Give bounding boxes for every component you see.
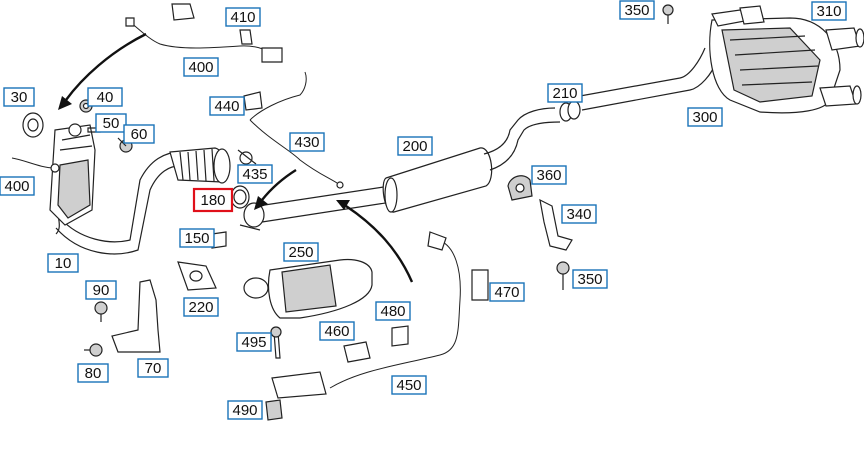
bracket-70 bbox=[111, 279, 161, 353]
callout-box[interactable] bbox=[3, 87, 35, 107]
catalytic-converter-front bbox=[49, 123, 96, 226]
callout-310[interactable]: 310 bbox=[811, 1, 847, 21]
callout-430[interactable]: 430 bbox=[289, 132, 325, 152]
callout-10[interactable]: 10 bbox=[47, 253, 79, 273]
arrow-to-middle bbox=[336, 200, 414, 283]
middle-pipe-200 bbox=[257, 107, 561, 223]
callout-box[interactable] bbox=[47, 253, 79, 273]
bracket-470 bbox=[471, 269, 489, 301]
callout-box[interactable] bbox=[209, 96, 245, 116]
callout-220[interactable]: 220 bbox=[183, 297, 219, 317]
callout-box[interactable] bbox=[319, 321, 355, 341]
bracket-460 bbox=[343, 341, 371, 363]
callout-box[interactable] bbox=[123, 124, 155, 144]
callout-box[interactable] bbox=[77, 363, 109, 383]
callout-box[interactable] bbox=[95, 113, 127, 133]
clamp-435 bbox=[237, 149, 257, 165]
callout-30[interactable]: 30 bbox=[3, 87, 35, 107]
bracket-410 bbox=[171, 3, 253, 45]
callout-200[interactable]: 200 bbox=[397, 136, 433, 156]
callout-box[interactable] bbox=[236, 332, 272, 352]
gasket-220 bbox=[177, 261, 217, 291]
callout-box[interactable] bbox=[687, 107, 723, 127]
callout-box[interactable] bbox=[391, 375, 427, 395]
callout-90[interactable]: 90 bbox=[85, 280, 117, 300]
callout-80[interactable]: 80 bbox=[77, 363, 109, 383]
bolt-90 bbox=[94, 301, 108, 322]
rear-muffler bbox=[709, 5, 862, 114]
bolt-495 bbox=[270, 326, 282, 359]
pressure-line-430 bbox=[243, 71, 344, 189]
callout-40[interactable]: 40 bbox=[87, 87, 123, 107]
callout-400[interactable]: 400 bbox=[183, 57, 219, 77]
bracket-340 bbox=[539, 198, 573, 251]
callout-box[interactable] bbox=[489, 282, 525, 302]
callout-box[interactable] bbox=[375, 301, 411, 321]
arrow-to-flex bbox=[254, 168, 297, 210]
seal-ring-180 bbox=[230, 185, 250, 209]
rear-pipe-300 bbox=[579, 47, 717, 111]
callout-250[interactable]: 250 bbox=[283, 242, 319, 262]
callout-box[interactable] bbox=[289, 132, 325, 152]
callout-300[interactable]: 300 bbox=[687, 107, 723, 127]
callout-350[interactable]: 350 bbox=[619, 0, 655, 20]
callout-440[interactable]: 440 bbox=[209, 96, 245, 116]
bolt-80 bbox=[84, 343, 103, 357]
flex-pipe-section bbox=[169, 147, 231, 184]
sensor-wire-450 bbox=[329, 231, 461, 389]
callout-435[interactable]: 435 bbox=[237, 164, 273, 184]
callout-box[interactable] bbox=[547, 83, 583, 103]
callout-495[interactable]: 495 bbox=[236, 332, 272, 352]
gasket-30 bbox=[22, 112, 44, 138]
callout-490[interactable]: 490 bbox=[227, 400, 263, 420]
clip-480 bbox=[391, 325, 409, 347]
oxygen-sensor-top bbox=[125, 17, 283, 63]
callout-box[interactable] bbox=[192, 187, 234, 213]
callout-box[interactable] bbox=[179, 228, 215, 248]
callout-box[interactable] bbox=[397, 136, 433, 156]
callout-70[interactable]: 70 bbox=[137, 358, 169, 378]
oxygen-sensor-left bbox=[11, 157, 60, 173]
callout-340[interactable]: 340 bbox=[561, 204, 597, 224]
clamp-210 bbox=[559, 100, 581, 122]
bolt-350-top bbox=[662, 4, 674, 24]
callout-box[interactable] bbox=[531, 165, 567, 185]
clip-490 bbox=[265, 399, 283, 421]
arrow-to-converter bbox=[58, 32, 147, 110]
tailpipe-310 bbox=[825, 27, 864, 51]
callout-box[interactable] bbox=[183, 297, 219, 317]
callout-box[interactable] bbox=[85, 280, 117, 300]
harness-bracket-450 bbox=[271, 371, 327, 399]
callout-box[interactable] bbox=[572, 269, 608, 289]
callout-box[interactable] bbox=[225, 7, 261, 27]
rubber-mount-360 bbox=[507, 175, 533, 201]
callout-box[interactable] bbox=[137, 358, 169, 378]
callout-box[interactable] bbox=[0, 176, 35, 196]
callout-470[interactable]: 470 bbox=[489, 282, 525, 302]
particulate-filter-250 bbox=[243, 258, 373, 319]
callout-box[interactable] bbox=[283, 242, 319, 262]
callout-box[interactable] bbox=[183, 57, 219, 77]
callout-360[interactable]: 360 bbox=[531, 165, 567, 185]
callout-480[interactable]: 480 bbox=[375, 301, 411, 321]
callout-box[interactable] bbox=[811, 1, 847, 21]
callout-60[interactable]: 60 bbox=[123, 124, 155, 144]
callout-150[interactable]: 150 bbox=[179, 228, 215, 248]
callout-box[interactable] bbox=[561, 204, 597, 224]
callout-box[interactable] bbox=[227, 400, 263, 420]
callout-450[interactable]: 450 bbox=[391, 375, 427, 395]
callout-box[interactable] bbox=[237, 164, 273, 184]
clamp-near-180 bbox=[239, 202, 265, 231]
callout-350[interactable]: 350 bbox=[572, 269, 608, 289]
callout-460[interactable]: 460 bbox=[319, 321, 355, 341]
bolt-350-bottom bbox=[556, 261, 570, 290]
callout-210[interactable]: 210 bbox=[547, 83, 583, 103]
callout-180-selected[interactable]: 180 bbox=[192, 187, 234, 213]
callout-410[interactable]: 410 bbox=[225, 7, 261, 27]
callout-50[interactable]: 50 bbox=[95, 113, 127, 133]
callout-box[interactable] bbox=[87, 87, 123, 107]
callout-box[interactable] bbox=[619, 0, 655, 20]
callout-400[interactable]: 400 bbox=[0, 176, 35, 196]
